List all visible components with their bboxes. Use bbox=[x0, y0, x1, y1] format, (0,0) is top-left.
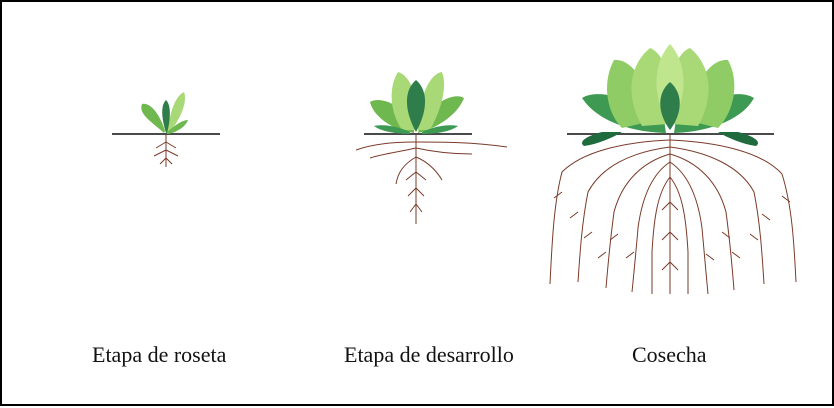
caption-development-stage: Etapa de desarrollo bbox=[344, 342, 514, 367]
caption-harvest: Cosecha bbox=[632, 342, 707, 367]
development-stage-plant bbox=[355, 72, 508, 224]
caption-rosette-stage: Etapa de roseta bbox=[92, 342, 227, 367]
rosette-stage-plant bbox=[112, 92, 220, 167]
development-roots bbox=[355, 134, 508, 224]
rosette-leaves bbox=[141, 92, 188, 134]
harvest-roots bbox=[549, 134, 797, 295]
harvest-stage-plant bbox=[549, 44, 797, 295]
development-leaves bbox=[370, 72, 464, 134]
rosette-roots bbox=[153, 134, 179, 167]
harvest-leaves bbox=[582, 44, 758, 146]
